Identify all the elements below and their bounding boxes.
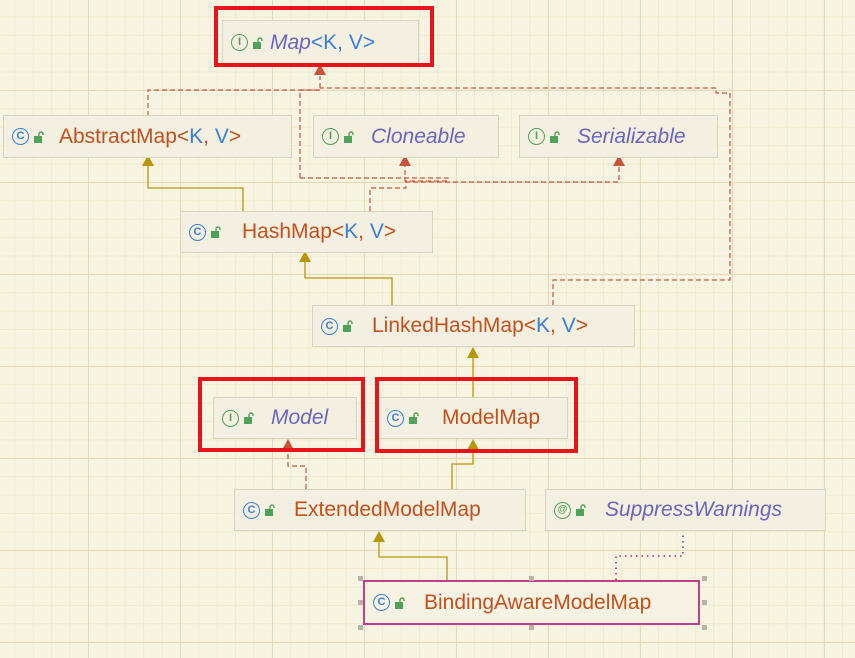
highlight-box-map <box>214 6 434 67</box>
node-label: BindingAwareModelMap <box>424 590 652 614</box>
node-model-map[interactable]: C ModelMap <box>378 397 568 439</box>
edge-hashmap-cloneable <box>300 166 449 182</box>
class-icon: C <box>387 409 404 427</box>
node-generic: <K, V> <box>176 124 242 148</box>
node-extended-model-map[interactable]: C ExtendedModelMap <box>234 489 526 531</box>
arrowhead-cloneable <box>399 155 411 166</box>
arrowhead-serializable <box>613 155 625 166</box>
unlocked-icon <box>252 36 264 49</box>
highlight-box-model <box>198 377 365 452</box>
edge-linkedhashmap-map <box>320 87 731 305</box>
resize-handle[interactable] <box>702 600 707 605</box>
resize-handle[interactable] <box>358 600 363 605</box>
unlocked-icon <box>575 504 587 516</box>
arrowhead-abstractmap <box>142 155 154 166</box>
node-label: LinkedHashMap <box>372 314 524 337</box>
interface-icon: I <box>322 128 339 145</box>
unlocked-icon <box>343 130 355 143</box>
node-map[interactable]: I Map<K, V> <box>222 20 419 65</box>
annotation-icon: @ <box>554 501 571 519</box>
node-label: HashMap <box>242 220 332 243</box>
node-binding-aware-model-map[interactable]: C BindingAwareModelMap <box>363 580 700 625</box>
node-suppress-warnings[interactable]: @ SuppressWarnings <box>545 489 826 531</box>
resize-handle[interactable] <box>702 576 707 581</box>
resize-handle[interactable] <box>529 625 534 630</box>
arrowhead-map <box>314 64 326 75</box>
node-label: Model <box>271 406 329 429</box>
class-icon: C <box>373 594 390 611</box>
class-icon: C <box>12 128 29 145</box>
node-cloneable[interactable]: I Cloneable <box>313 115 499 158</box>
highlight-box-model-map <box>375 377 578 453</box>
class-icon: C <box>189 223 206 241</box>
interface-icon: I <box>222 409 239 427</box>
node-label: SuppressWarnings <box>605 498 783 521</box>
resize-handle[interactable] <box>358 625 363 630</box>
unlocked-icon <box>33 130 45 143</box>
edge-extendedmodelmap-modelmap <box>451 449 474 489</box>
arrowhead-model <box>282 439 294 450</box>
node-model[interactable]: I Model <box>213 397 357 439</box>
resize-handle[interactable] <box>529 576 534 581</box>
node-generic: <K, V> <box>331 220 397 243</box>
edge-hashmap-serializable <box>369 166 620 211</box>
edge-bindingaware-suppresswarnings <box>615 532 684 580</box>
edge-abstractmap-map <box>147 76 321 116</box>
edge-hashmap-abstractmap <box>147 165 244 211</box>
arrowhead-modelmap <box>467 439 479 450</box>
node-linked-hash-map[interactable]: C LinkedHashMap<K, V> <box>312 305 635 347</box>
arrowhead-hashmap <box>299 251 311 262</box>
unlocked-icon <box>264 504 276 516</box>
node-label: Map <box>270 30 311 54</box>
unlocked-icon <box>549 130 561 143</box>
node-label: AbstractMap <box>59 124 177 148</box>
node-hash-map[interactable]: C HashMap<K, V> <box>180 211 433 253</box>
edge-bindingaware-extendedmodelmap <box>378 542 448 580</box>
node-generic: <K, V> <box>310 30 376 54</box>
resize-handle[interactable] <box>358 576 363 581</box>
unlocked-icon <box>243 412 255 424</box>
resize-handle[interactable] <box>702 625 707 630</box>
node-label: Cloneable <box>371 124 466 148</box>
interface-icon: I <box>528 128 545 145</box>
unlocked-icon <box>394 596 406 609</box>
edge-hashmap-map <box>299 89 320 178</box>
edge-linkedhashmap-hashmap <box>304 261 393 305</box>
unlocked-icon <box>210 226 222 238</box>
interface-icon: I <box>231 34 248 51</box>
node-label: ModelMap <box>442 406 541 429</box>
class-icon: C <box>243 501 260 519</box>
arrowhead-extendedmodelmap <box>373 531 385 542</box>
arrowhead-linkedhashmap <box>467 347 479 358</box>
node-generic: <K, V> <box>523 314 589 337</box>
node-abstract-map[interactable]: C AbstractMap<K, V> <box>3 115 292 158</box>
node-label: ExtendedModelMap <box>294 498 481 521</box>
class-icon: C <box>321 317 338 335</box>
unlocked-icon <box>408 412 420 424</box>
unlocked-icon <box>342 320 354 332</box>
node-label: Serializable <box>577 124 686 148</box>
edge-extendedmodelmap-model <box>287 450 307 489</box>
node-serializable[interactable]: I Serializable <box>519 115 718 158</box>
